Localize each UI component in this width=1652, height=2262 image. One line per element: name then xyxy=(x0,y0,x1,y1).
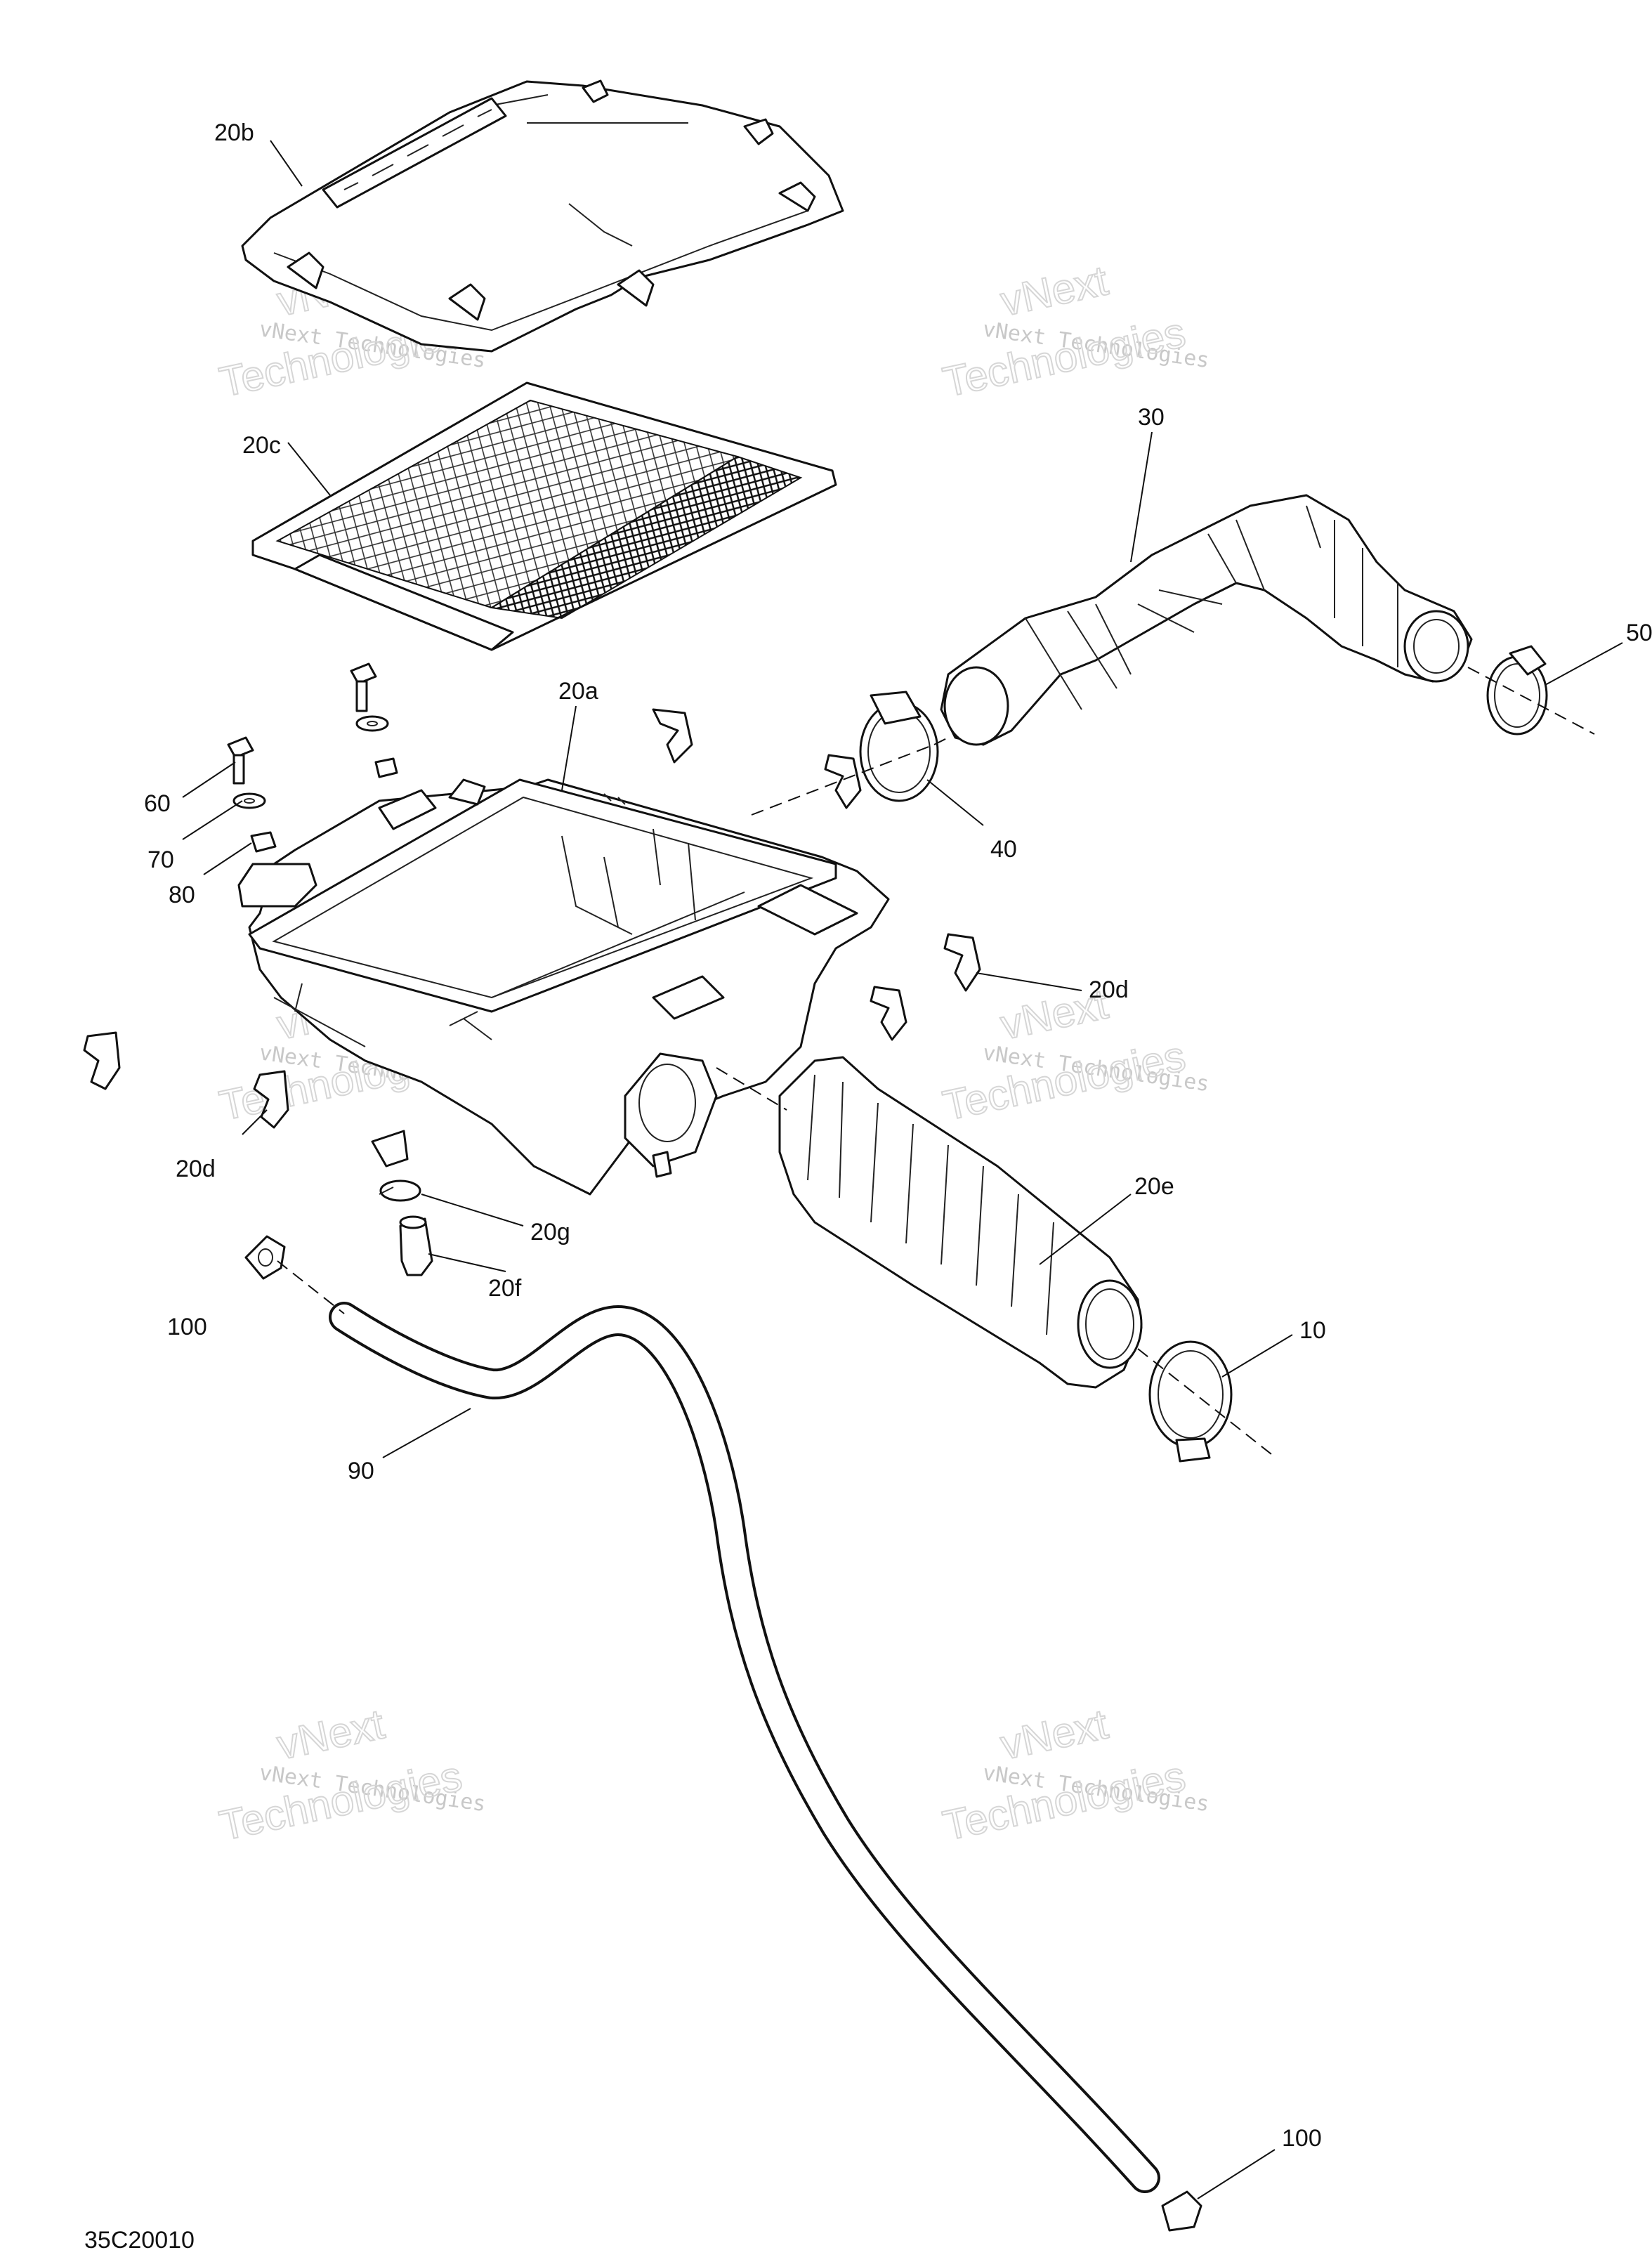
watermark-low-right: vNext vNext Technologies Technologies xyxy=(938,1699,1211,1850)
grommet-upper-part xyxy=(374,757,398,778)
drain-clip-part xyxy=(379,1179,421,1202)
retaining-clip-upper-mid-part xyxy=(824,754,862,809)
callout-100-bottom: 100 xyxy=(1282,2125,1322,2152)
callout-40: 40 xyxy=(990,836,1017,863)
hose-clamp-upper-right-part xyxy=(1486,645,1548,736)
callout-20a: 20a xyxy=(558,678,598,705)
watermark-mid-right: vNext vNext Technologies Technologies xyxy=(938,979,1211,1130)
svg-text:Technologies: Technologies xyxy=(939,308,1190,405)
leader-lines xyxy=(182,140,1623,2199)
airbox-cover-part xyxy=(241,79,844,353)
callout-30: 30 xyxy=(1138,404,1165,431)
retaining-clip-right-2-part xyxy=(870,986,907,1041)
hose-clamp-lower-part xyxy=(1148,1340,1233,1463)
drain-cap-part xyxy=(399,1215,433,1276)
bolt-part xyxy=(227,736,254,785)
svg-text:Technologies: Technologies xyxy=(939,1752,1190,1849)
washer-upper-part xyxy=(355,715,389,732)
svg-text:vNext: vNext xyxy=(997,1700,1112,1768)
cover-logo xyxy=(322,97,507,209)
intake-duct-part xyxy=(940,494,1473,746)
hose-clip-lower-part xyxy=(1161,2190,1202,2232)
watermark-low-left: vNext vNext Technologies Technologies xyxy=(215,1699,487,1850)
callout-labels: 20b 20c 20a 30 50 40 60 70 80 20d 20d 20… xyxy=(144,119,1652,2152)
svg-text:vNext: vNext xyxy=(997,256,1112,325)
airbox-base-part xyxy=(237,778,890,1196)
callout-70: 70 xyxy=(148,846,174,873)
intake-bellows-part xyxy=(778,1056,1143,1389)
assembly-axes xyxy=(277,667,1595,1455)
diagram-id-label: 35C20010 xyxy=(84,2227,195,2254)
retaining-clip-upper-left-part xyxy=(652,708,693,764)
watermark-top-right: vNext vNext Technologies Technologies xyxy=(938,256,1211,406)
svg-text:vNext: vNext xyxy=(273,1700,388,1768)
hose-clamp-middle-part xyxy=(859,691,939,802)
grommet-part xyxy=(250,831,277,853)
callout-50: 50 xyxy=(1626,620,1652,646)
callout-90: 90 xyxy=(348,1458,374,1484)
callout-10: 10 xyxy=(1299,1317,1326,1344)
callout-20b: 20b xyxy=(214,119,254,146)
callout-100-top: 100 xyxy=(167,1314,207,1340)
retaining-clip-far-left-part xyxy=(83,1031,121,1090)
retaining-clip-right-1-part xyxy=(943,933,981,992)
callout-20d-right: 20d xyxy=(1089,976,1129,1003)
svg-text:Technologies: Technologies xyxy=(939,1032,1190,1129)
hose-clip-upper-part xyxy=(244,1235,286,1280)
callout-20e: 20e xyxy=(1134,1173,1174,1200)
drain-hose-part xyxy=(329,1302,1160,2193)
svg-text:Technologies: Technologies xyxy=(216,1752,466,1849)
washer-part xyxy=(232,792,266,809)
callout-60: 60 xyxy=(144,790,171,817)
callout-80: 80 xyxy=(169,882,195,908)
callout-20d-left: 20d xyxy=(176,1156,216,1182)
callout-20c: 20c xyxy=(242,432,281,459)
callout-20f: 20f xyxy=(488,1275,522,1302)
bolt-upper-part xyxy=(350,662,377,712)
callout-20g: 20g xyxy=(530,1219,570,1246)
air-filter-part xyxy=(251,381,837,651)
